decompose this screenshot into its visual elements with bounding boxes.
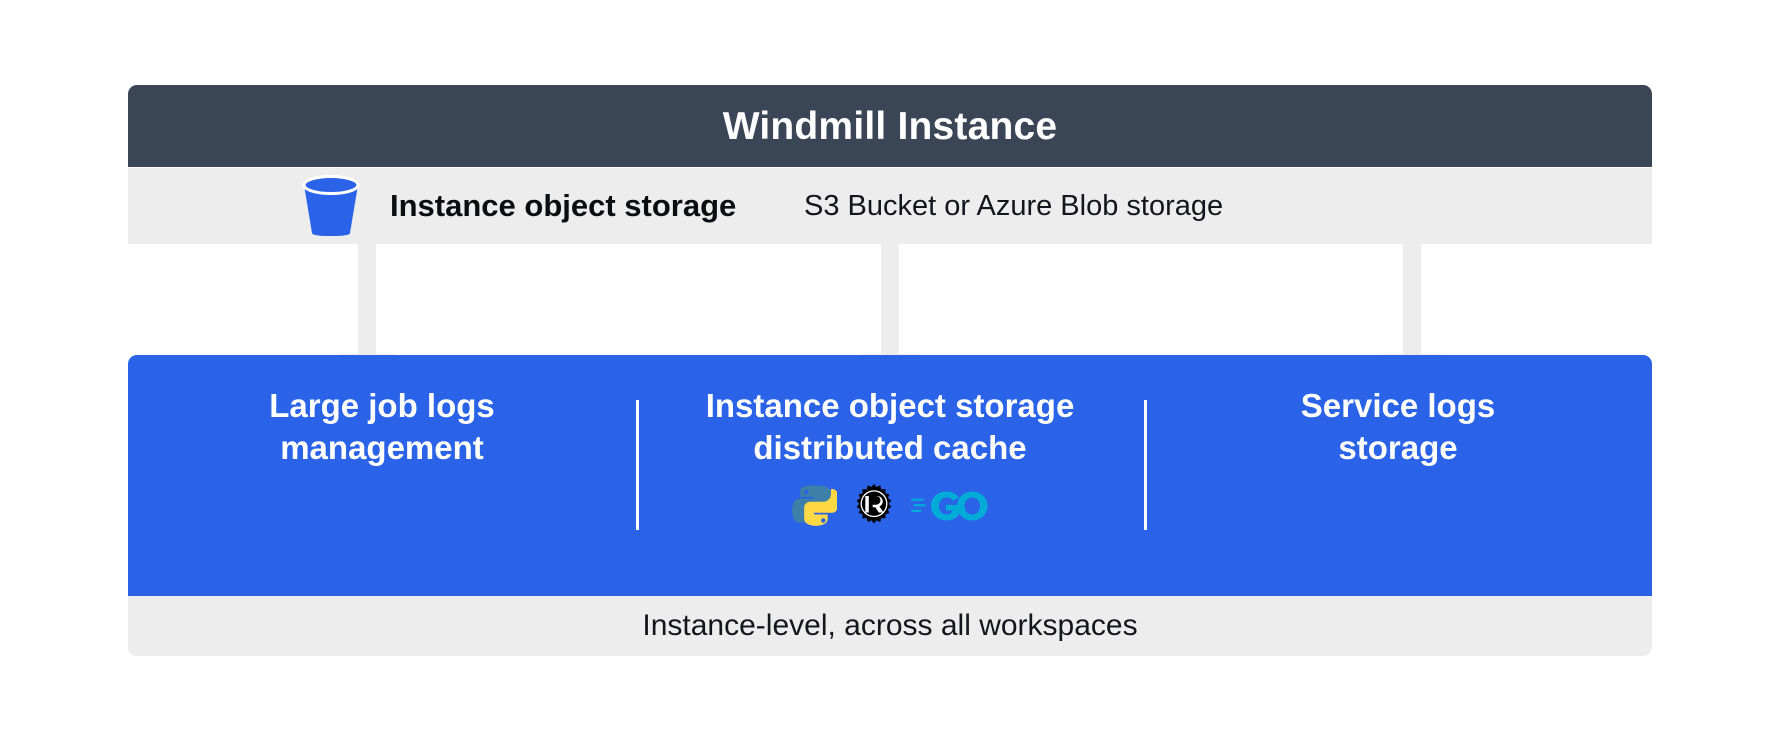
features-panel: Large job logs management Instance objec… [128, 355, 1652, 596]
arrow-stem [1403, 244, 1421, 356]
feature-title: Service logs storage [1300, 387, 1496, 467]
python-logo-icon [791, 483, 839, 534]
feature-column-distributed-cache: Instance object storage distributed cach… [636, 355, 1144, 596]
column-divider [636, 400, 639, 530]
arrow-stem [358, 244, 376, 356]
feature-title: Instance object storage distributed cach… [705, 387, 1075, 467]
footer-text: Instance-level, across all workspaces [642, 609, 1138, 642]
feature-title: Large job logs management [269, 387, 495, 467]
feature-column-service-logs: Service logs storage [1144, 355, 1652, 596]
rust-logo-icon [851, 483, 897, 534]
language-logos [791, 483, 989, 534]
column-divider [1144, 400, 1147, 530]
feature-column-large-job-logs: Large job logs management [128, 355, 636, 596]
storage-label: Instance object storage [390, 188, 737, 223]
storage-sub-label: S3 Bucket or Azure Blob storage [804, 189, 1224, 222]
bucket-icon [298, 175, 364, 237]
go-logo-icon [911, 487, 989, 530]
scope-footer: Instance-level, across all workspaces [128, 596, 1652, 656]
instance-header-bar: Windmill Instance [128, 85, 1652, 167]
page-title: Windmill Instance [722, 104, 1058, 148]
arrow-stem [881, 244, 899, 356]
instance-object-storage-row: Instance object storage S3 Bucket or Azu… [128, 168, 1652, 244]
